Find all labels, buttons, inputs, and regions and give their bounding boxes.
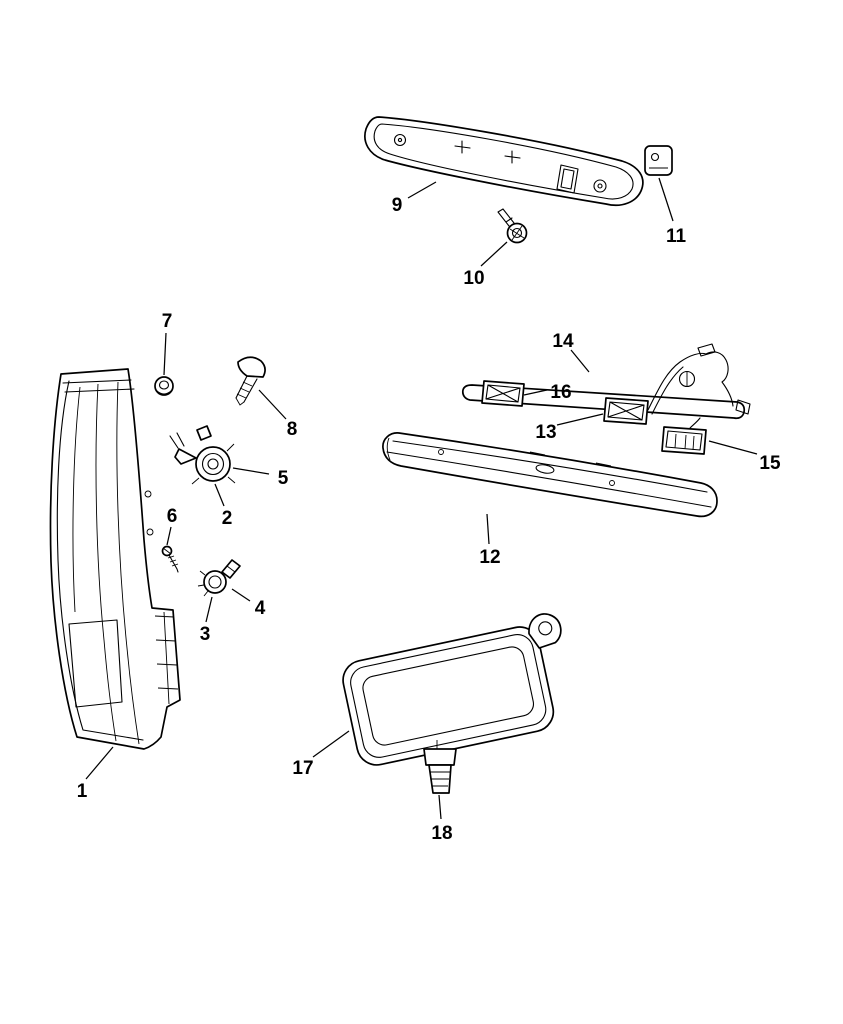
part-14-harness-bracket-drawing bbox=[461, 343, 751, 429]
leader-9 bbox=[407, 181, 437, 199]
part-2-5-socket-drawing bbox=[169, 425, 236, 485]
leader-3 bbox=[205, 596, 213, 623]
callout-10: 10 bbox=[463, 268, 484, 289]
callout-7: 7 bbox=[162, 311, 173, 332]
leader-8 bbox=[258, 389, 287, 420]
part-18-connector-drawing bbox=[423, 740, 457, 794]
part-12-applique-drawing bbox=[382, 432, 718, 518]
part-17-lamp-unit-drawing bbox=[342, 613, 562, 766]
leader-16 bbox=[523, 389, 548, 396]
callout-5: 5 bbox=[278, 468, 289, 489]
callout-18: 18 bbox=[431, 823, 452, 844]
callout-9: 9 bbox=[392, 195, 403, 216]
leader-17 bbox=[312, 730, 350, 758]
part-6-screw-drawing bbox=[161, 545, 179, 573]
callout-3: 3 bbox=[200, 624, 211, 645]
leader-2 bbox=[214, 483, 225, 507]
callout-17: 17 bbox=[292, 758, 313, 779]
part-10-screw-drawing bbox=[497, 208, 528, 244]
leader-13 bbox=[556, 413, 604, 426]
leader-6 bbox=[166, 526, 172, 546]
callout-15: 15 bbox=[759, 453, 781, 474]
callout-8: 8 bbox=[287, 419, 298, 440]
leader-1 bbox=[85, 746, 114, 780]
mounting-ear bbox=[528, 613, 562, 649]
part-3-4-bulb-socket-drawing bbox=[197, 559, 241, 597]
leader-15 bbox=[708, 440, 758, 455]
leader-18 bbox=[438, 794, 442, 820]
part-1-tail-lamp-drawing bbox=[49, 368, 181, 750]
callout-16: 16 bbox=[550, 382, 571, 403]
callout-13: 13 bbox=[535, 422, 556, 443]
callout-14: 14 bbox=[552, 331, 574, 352]
leader-7 bbox=[163, 332, 167, 376]
leader-12 bbox=[486, 513, 490, 545]
leader-4 bbox=[231, 588, 251, 602]
part-11-nut-drawing bbox=[644, 145, 673, 176]
part-9-stop-lamp-drawing bbox=[364, 116, 644, 207]
callout-1: 1 bbox=[77, 781, 88, 802]
leader-11 bbox=[658, 177, 674, 222]
leader-lines bbox=[85, 177, 758, 820]
leader-14 bbox=[570, 349, 590, 373]
callout-labels: 1 2 3 4 5 6 7 8 9 10 11 12 13 14 15 16 1… bbox=[77, 195, 781, 844]
callout-6: 6 bbox=[167, 506, 178, 527]
part-8-retainer-drawing bbox=[235, 356, 266, 406]
leader-5 bbox=[232, 467, 270, 475]
callout-4: 4 bbox=[255, 598, 266, 619]
part-15-connector-drawing bbox=[661, 426, 707, 455]
callout-11: 11 bbox=[666, 226, 687, 247]
part-7-grommet-drawing bbox=[154, 376, 174, 396]
callout-12: 12 bbox=[479, 547, 500, 568]
callout-2: 2 bbox=[222, 508, 233, 529]
leader-10 bbox=[480, 241, 508, 267]
